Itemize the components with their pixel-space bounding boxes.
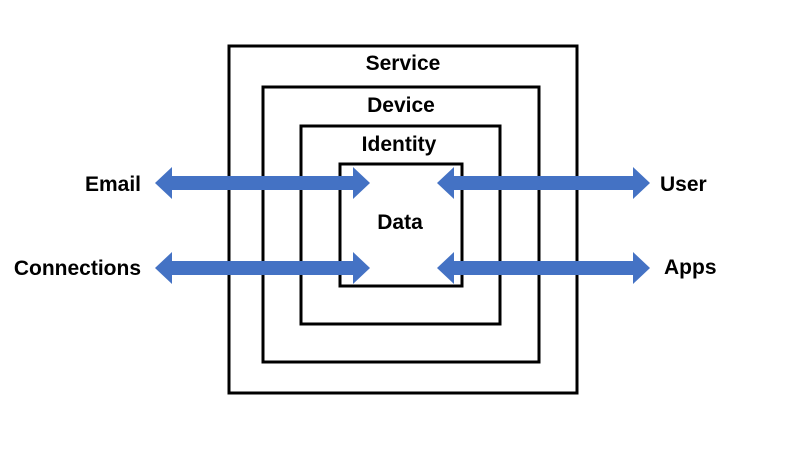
identity-label: Identity bbox=[362, 133, 437, 156]
user-arrow bbox=[437, 167, 650, 199]
email-arrow bbox=[155, 167, 370, 199]
connections-label: Connections bbox=[14, 257, 141, 280]
apps-arrow bbox=[437, 252, 650, 284]
connections-arrow bbox=[155, 252, 370, 284]
user-label: User bbox=[660, 173, 707, 196]
data-label: Data bbox=[377, 211, 423, 234]
apps-label: Apps bbox=[664, 256, 717, 279]
service-label: Service bbox=[366, 52, 441, 75]
email-label: Email bbox=[85, 173, 141, 196]
device-label: Device bbox=[367, 94, 435, 117]
